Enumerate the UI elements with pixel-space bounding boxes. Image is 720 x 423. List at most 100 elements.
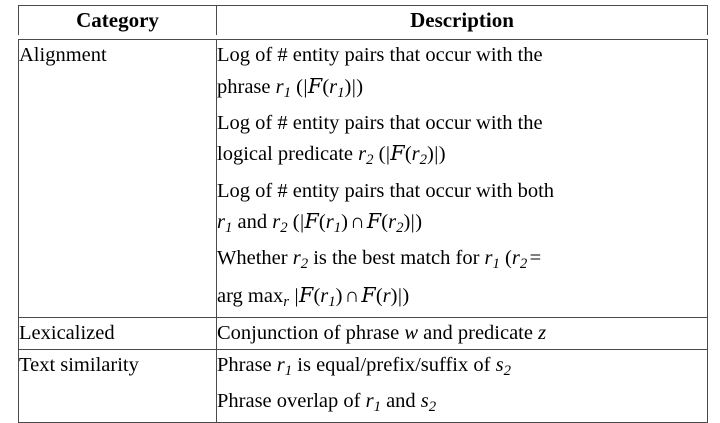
math-bar: |	[410, 211, 415, 234]
math-var: r	[325, 211, 334, 234]
math-var: r	[388, 211, 397, 234]
cell-category: Alignment	[18, 39, 216, 318]
math-bar: |	[303, 75, 308, 98]
math-cal: F	[307, 73, 323, 98]
text-run: (	[499, 247, 512, 270]
header-rule-gap-right	[216, 35, 708, 39]
text-run: )	[341, 211, 348, 234]
text-run: Phrase	[217, 353, 277, 376]
column-header-description: Description	[216, 5, 708, 35]
math-bar: |	[299, 211, 305, 234]
cell-category: Lexicalized	[18, 317, 216, 349]
text-run: Log of # entity pairs that occur with th…	[217, 111, 543, 134]
description-line: Whether r2 is the best match for r1 (r2=	[217, 243, 707, 279]
header-rule-gap-left	[18, 35, 216, 39]
math-var: r	[511, 247, 520, 270]
description-line: phrase r1 (|F(r1)|)	[217, 71, 707, 108]
math-cap: ∩	[349, 211, 365, 234]
math-var: r	[382, 284, 391, 307]
math-var: r	[411, 143, 420, 166]
math-sub: 2	[428, 398, 437, 415]
header-rule-gap	[18, 35, 708, 39]
text-run: )	[390, 284, 398, 307]
description-line: Log of # entity pairs that occur with th…	[217, 108, 707, 139]
math-var: r	[292, 247, 301, 270]
description-block: Conjunction of phrase w and predicate z	[217, 318, 707, 349]
text-run: )	[344, 75, 352, 98]
description-line: Log of # entity pairs that occur with bo…	[217, 176, 707, 207]
text-run: (	[291, 75, 303, 98]
math-var: s	[420, 389, 429, 412]
description-line: logical predicate r2 (|F(r2)|)	[217, 138, 707, 175]
text-run: )	[427, 143, 434, 166]
text-run: (	[287, 211, 300, 234]
text-run: and	[380, 389, 421, 412]
math-sub: 1	[373, 398, 381, 415]
text-run: (	[375, 284, 383, 307]
description-line: Conjunction of phrase w and predicate z	[217, 318, 707, 349]
math-sub: 1	[492, 256, 500, 273]
description-line: arg maxr |F(r1)∩F(r)|)	[217, 280, 707, 317]
text-run: Log of # entity pairs that occur with th…	[217, 44, 543, 66]
table-header: Category Description	[18, 5, 708, 39]
math-sub: 1	[337, 84, 345, 101]
math-sub: 1	[224, 219, 233, 236]
math-var: s	[495, 353, 504, 376]
math-op: arg max	[217, 284, 284, 307]
math-var: r	[272, 211, 281, 234]
math-var: r	[217, 211, 225, 234]
text-run: (	[373, 143, 386, 166]
math-var: r	[484, 247, 493, 270]
text-run: logical predicate	[217, 143, 359, 166]
text-run: is the best match for	[308, 247, 485, 270]
math-bar: |	[397, 284, 402, 307]
math-sub: 2	[366, 152, 374, 169]
math-sub: 1	[284, 362, 293, 379]
header-row: Category Description	[18, 5, 708, 35]
description-line: Phrase overlap of r1 and s2	[217, 386, 707, 422]
math-sub: 2	[396, 219, 404, 236]
column-header-category: Category	[18, 5, 216, 35]
math-cal: F	[390, 141, 405, 166]
category-label: Text similarity	[19, 353, 139, 376]
category-label: Alignment	[19, 44, 107, 66]
text-run: )	[415, 211, 423, 234]
math-sub: 2	[280, 219, 288, 236]
text-run: and predicate	[418, 322, 539, 345]
text-run: phrase	[217, 75, 276, 98]
math-var: r	[358, 143, 367, 166]
math-bar: |	[385, 143, 390, 166]
math-rel: =	[529, 247, 542, 270]
text-run: )	[356, 75, 364, 98]
math-cal: F	[366, 209, 382, 234]
math-var: w	[404, 322, 419, 345]
cell-category: Text similarity	[18, 348, 216, 423]
math-cal: F	[304, 209, 319, 234]
text-run: )	[402, 284, 410, 307]
text-run: )	[403, 211, 411, 234]
math-bar: |	[294, 284, 299, 307]
text-run: is equal/prefix/suffix of	[292, 353, 496, 376]
math-sub: 1	[328, 293, 336, 310]
math-var: r	[365, 389, 374, 412]
text-run: Conjunction of phrase	[217, 322, 405, 345]
math-bar: |	[434, 143, 439, 166]
text-run: (	[318, 211, 326, 234]
description-line: r1 and r2 (|F(r1)∩F(r2)|)	[217, 206, 707, 243]
math-cap: ∩	[344, 284, 360, 307]
math-bar: |	[351, 75, 356, 98]
text-run: (	[404, 143, 412, 166]
math-var: r	[276, 353, 285, 376]
math-var: r	[320, 284, 329, 307]
text-run: and	[232, 211, 273, 234]
description-block: Log of # entity pairs that occur with th…	[217, 40, 707, 317]
math-sub: 2	[519, 256, 528, 273]
math-sub: 2	[419, 152, 428, 169]
description-line: Phrase r1 is equal/prefix/suffix of s2	[217, 350, 707, 386]
math-sub: 2	[300, 256, 309, 273]
